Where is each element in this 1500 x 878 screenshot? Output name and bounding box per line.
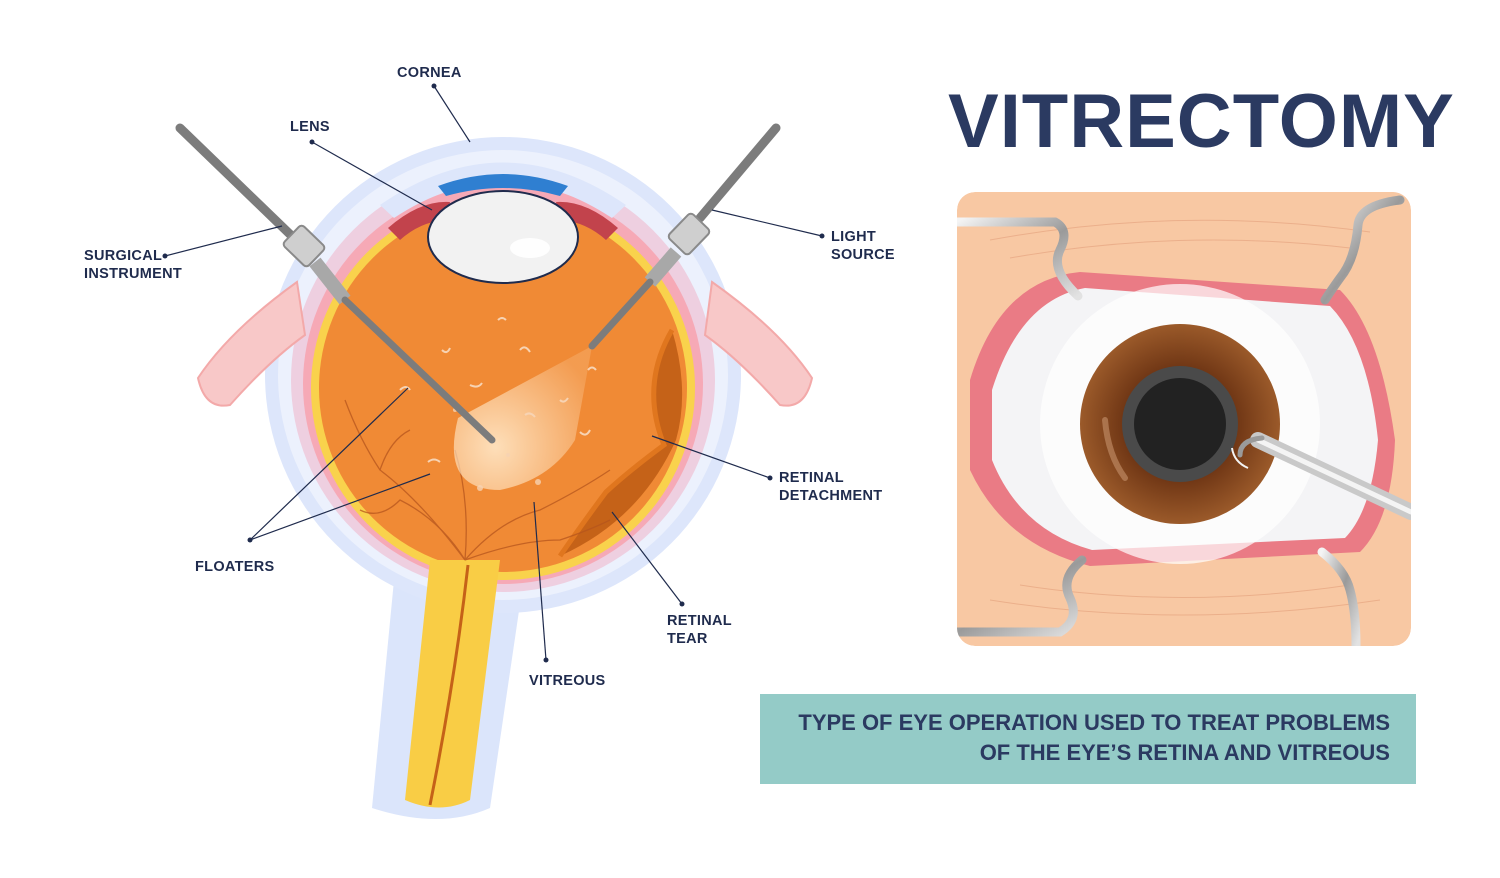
label-cornea: CORNEA bbox=[397, 65, 462, 81]
retinal-detachment-area bbox=[560, 330, 683, 556]
eye-cross-section bbox=[162, 83, 825, 819]
label-light-source-line1: LIGHT bbox=[831, 229, 876, 245]
label-surgical-instrument-line1: SURGICAL bbox=[84, 248, 163, 264]
front-instrument bbox=[1231, 432, 1411, 520]
label-vitreous: VITREOUS bbox=[529, 673, 606, 689]
retractors bbox=[957, 195, 1405, 646]
surgical-instrument bbox=[175, 123, 496, 444]
label-retinal-tear-line1: RETINAL bbox=[667, 613, 732, 629]
label-retinal-tear: RETINAL TEAR bbox=[667, 612, 732, 648]
caption-text: TYPE OF EYE OPERATION USED TO TREAT PROB… bbox=[798, 708, 1390, 768]
label-retinal-detachment-line2: DETACHMENT bbox=[779, 488, 883, 504]
eye-front-view bbox=[957, 192, 1411, 646]
label-light-source: LIGHT SOURCE bbox=[831, 228, 895, 264]
pupil bbox=[1134, 378, 1226, 470]
label-light-source-line2: SOURCE bbox=[831, 247, 895, 263]
page-title: VITRECTOMY bbox=[948, 79, 1455, 164]
cornea-shape bbox=[380, 162, 626, 218]
muscle-left bbox=[196, 280, 307, 407]
label-retinal-detachment: RETINAL DETACHMENT bbox=[779, 469, 882, 505]
label-surgical-instrument-line2: INSTRUMENT bbox=[84, 266, 183, 282]
iris bbox=[438, 174, 568, 196]
label-surgical-instrument: SURGICAL INSTRUMENT bbox=[84, 247, 182, 283]
caption-line2: OF THE EYE’S RETINA AND VITREOUS bbox=[979, 740, 1390, 765]
caption-line1: TYPE OF EYE OPERATION USED TO TREAT PROB… bbox=[798, 710, 1390, 735]
light-source-instrument bbox=[588, 123, 781, 350]
label-retinal-tear-line2: TEAR bbox=[667, 631, 708, 647]
leader-lines bbox=[164, 85, 823, 661]
muscle-right bbox=[703, 280, 814, 407]
floaters bbox=[399, 317, 597, 463]
label-floaters: FLOATERS bbox=[195, 559, 275, 575]
lens-shape bbox=[427, 190, 579, 284]
light-beam bbox=[453, 346, 592, 490]
label-lens: LENS bbox=[290, 119, 330, 135]
caption-box: TYPE OF EYE OPERATION USED TO TREAT PROB… bbox=[760, 694, 1416, 784]
label-retinal-detachment-line1: RETINAL bbox=[779, 470, 844, 486]
